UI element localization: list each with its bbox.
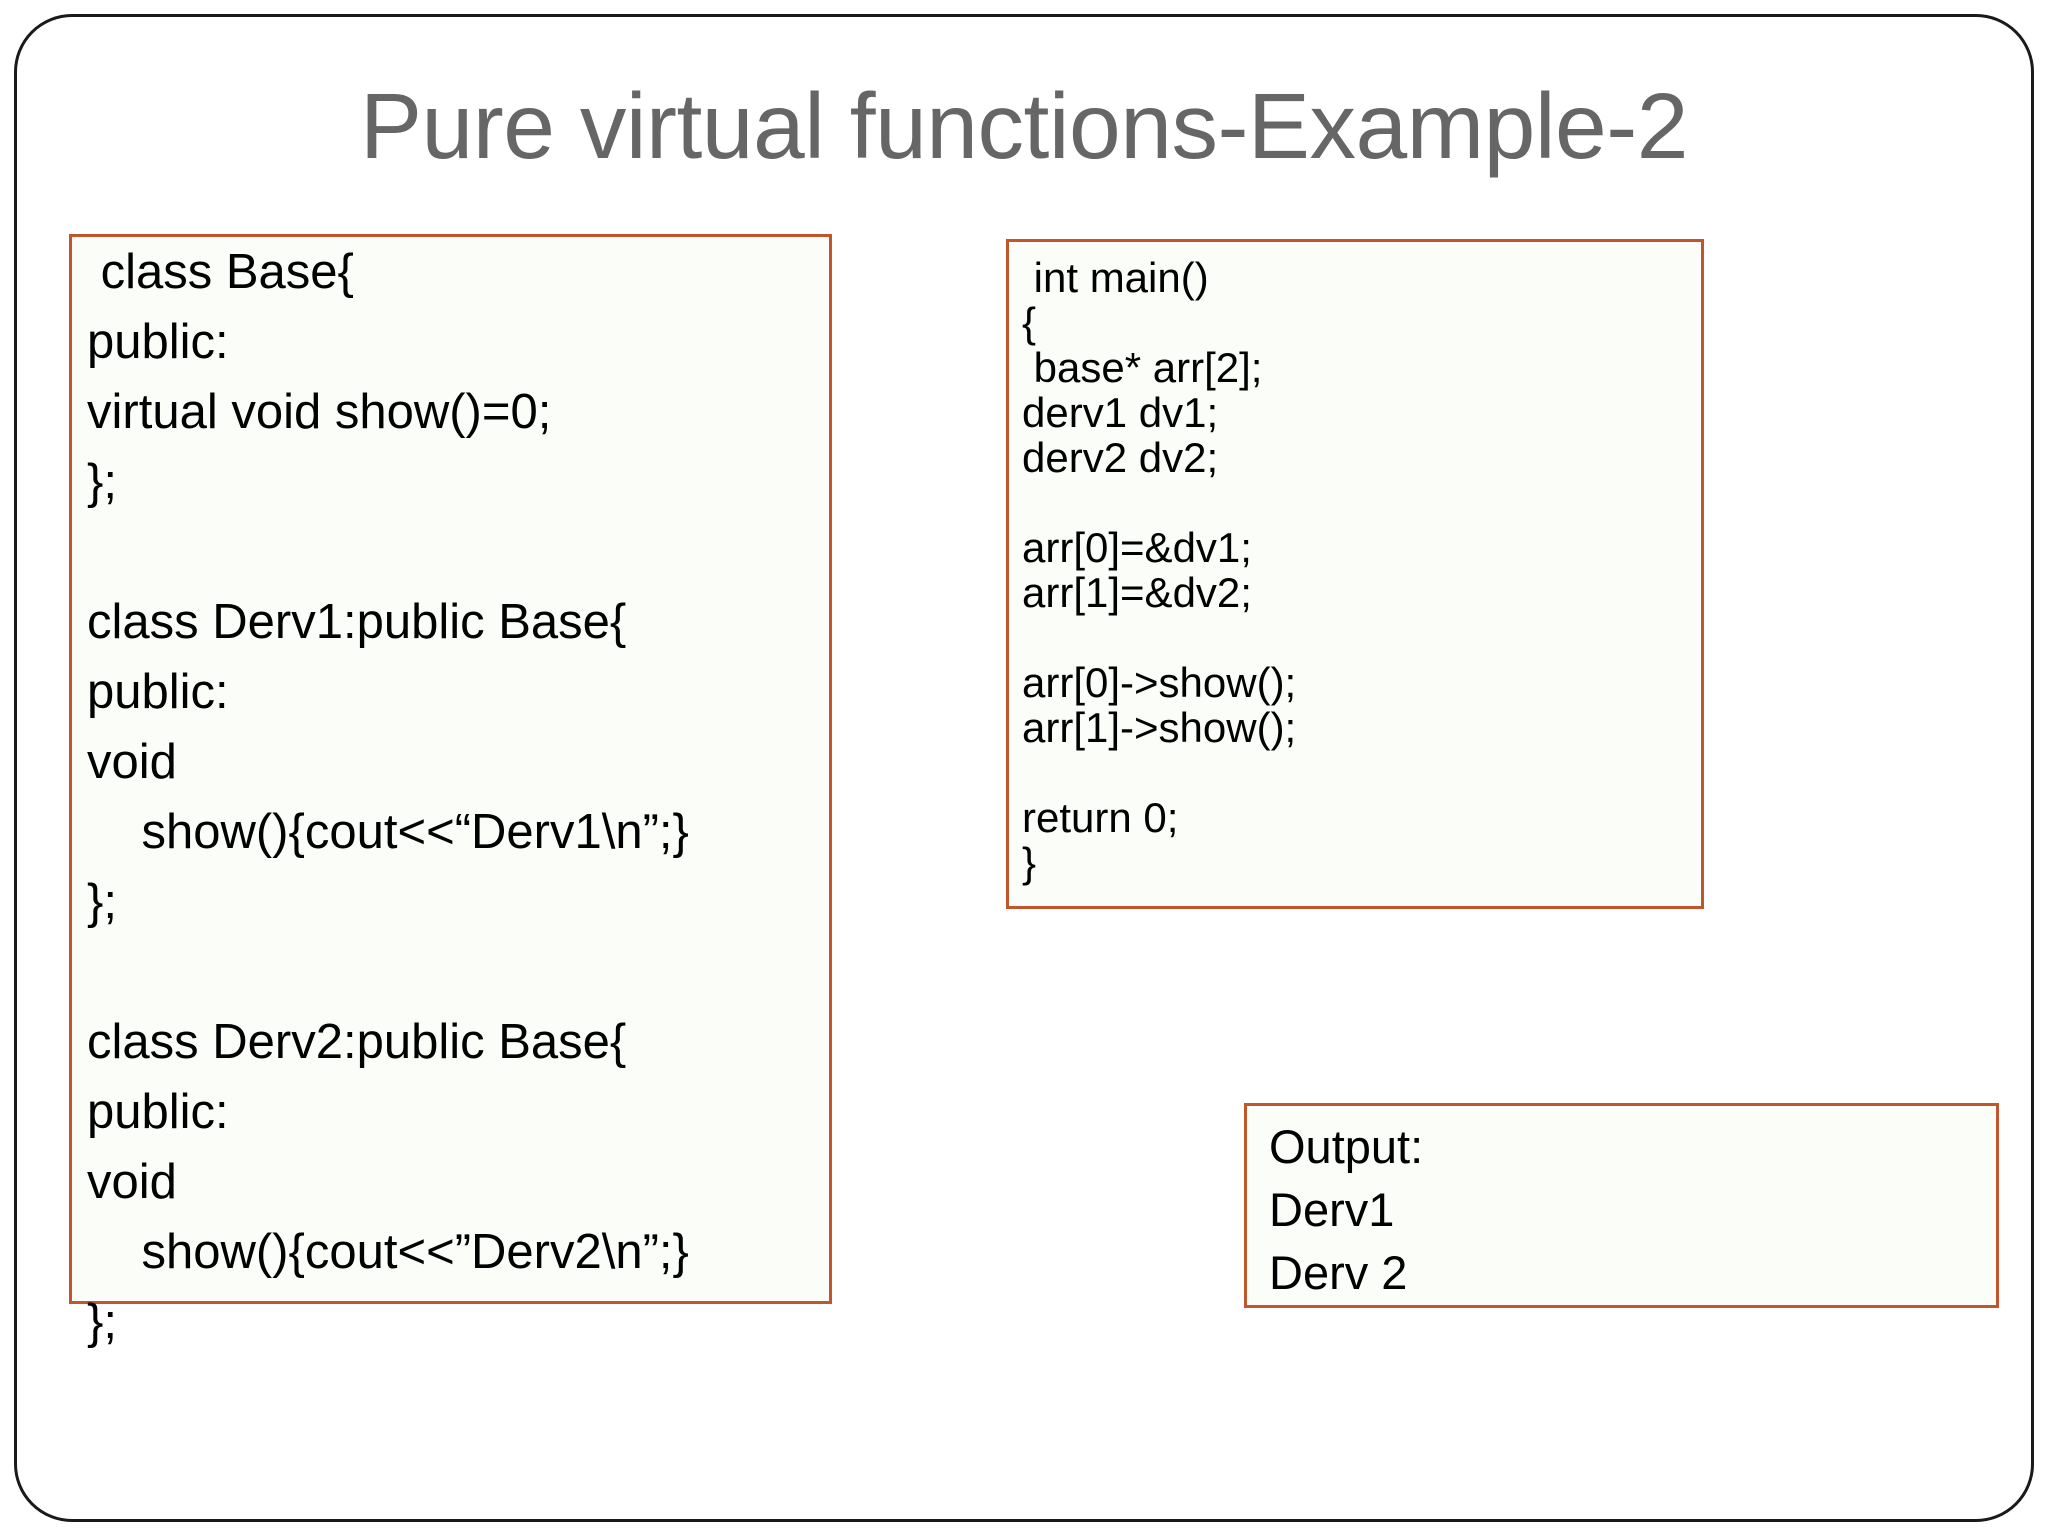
code-line: } <box>1022 839 1037 886</box>
code-line-blank <box>1009 750 1701 795</box>
code-line: base* arr[2]; <box>1022 344 1263 391</box>
code-line: }; <box>87 1295 117 1349</box>
code-line: void <box>87 735 177 789</box>
code-line: show(){cout<<”Derv2\n”;} <box>87 1225 689 1279</box>
code-line: show(){cout<<“Derv1\n”;} <box>87 805 689 859</box>
code-line-blank <box>1009 615 1701 660</box>
code-line: }; <box>87 875 117 929</box>
right-code-lines: int main() { base* arr[2]; derv1 dv1; de… <box>1009 242 1701 906</box>
right-code-block: int main() { base* arr[2]; derv1 dv1; de… <box>1006 239 1704 909</box>
code-line: return 0; <box>1022 794 1179 841</box>
code-line: class Base{ <box>87 245 354 299</box>
code-line: virtual void show()=0; <box>87 385 552 439</box>
output-block: Output: Derv1 Derv 2 <box>1244 1103 1999 1308</box>
left-code-block: class Base{ public: virtual void show()=… <box>69 234 832 1349</box>
code-line-blank <box>72 937 829 1007</box>
code-line: arr[0]->show(); <box>1022 659 1297 706</box>
code-line: int main() <box>1022 254 1209 301</box>
code-line: arr[1]->show(); <box>1022 704 1297 751</box>
code-line: class Derv1:public Base{ <box>87 595 627 649</box>
code-line: derv1 dv1; <box>1022 389 1219 436</box>
code-line: public: <box>87 315 229 369</box>
code-line: arr[1]=&dv2; <box>1022 569 1252 616</box>
output-lines: Output: Derv1 Derv 2 <box>1247 1106 1996 1305</box>
code-line: public: <box>87 1085 229 1139</box>
code-line: { <box>1022 299 1037 346</box>
code-line: arr[0]=&dv1; <box>1022 524 1252 571</box>
code-line-blank <box>1009 480 1701 525</box>
code-line: }; <box>87 455 117 509</box>
page-title: Pure virtual functions-Example-2 <box>360 74 1688 178</box>
output-line: Derv1 <box>1269 1183 1395 1236</box>
code-line: public: <box>87 665 229 719</box>
left-code-lines: class Base{ public: virtual void show()=… <box>72 237 829 1349</box>
code-line: derv2 dv2; <box>1022 434 1219 481</box>
code-line: class Derv2:public Base{ <box>87 1015 627 1069</box>
output-label: Output: <box>1269 1120 1424 1173</box>
output-line: Derv 2 <box>1269 1246 1408 1299</box>
code-line: void <box>87 1155 177 1209</box>
code-line-blank <box>72 517 829 587</box>
